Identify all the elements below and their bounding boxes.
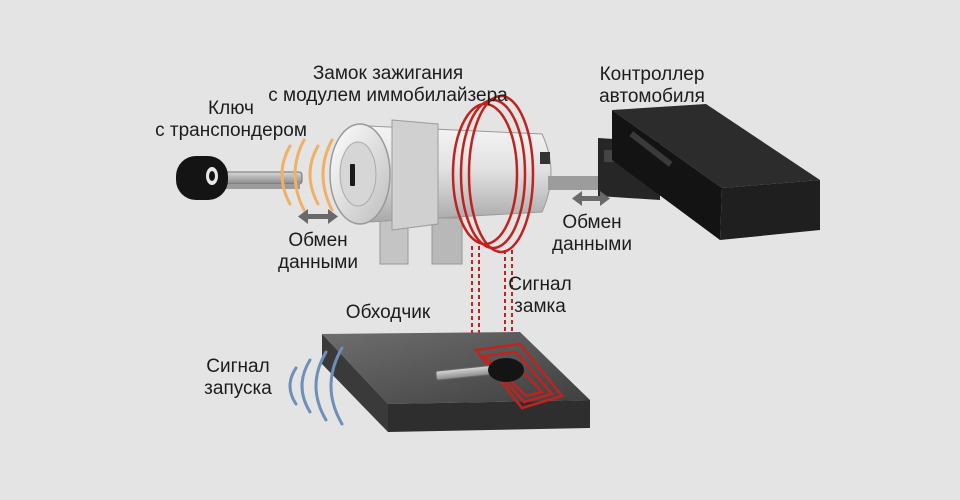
car-controller-icon	[548, 104, 820, 240]
start-signal-label-line1: Сигнал	[206, 356, 269, 377]
exchange-left-label-line2: данными	[278, 252, 358, 273]
lock-label-line1: Замок зажигания	[313, 63, 463, 84]
key-label-line2: с транспондером	[155, 120, 307, 141]
transponder-signal-waves	[280, 138, 334, 212]
start-signal-waves	[288, 346, 344, 426]
lock-signal-label-line2: замка	[514, 296, 566, 317]
controller-label-line2: автомобиля	[599, 86, 705, 107]
lock-label-line2: с модулем иммобилайзера	[268, 85, 508, 106]
start-signal-label-line2: запуска	[204, 378, 272, 399]
ignition-lock-icon	[329, 119, 552, 265]
left-exchange-arrow-icon	[298, 209, 338, 224]
right-exchange-arrow-icon	[572, 191, 610, 206]
controller-label-line1: Контроллер	[600, 64, 705, 85]
bypass-box	[322, 332, 590, 432]
exchange-right-label-line2: данными	[552, 234, 632, 255]
key-label-line1: Ключ	[208, 98, 254, 119]
bypass-label: Обходчик	[346, 302, 431, 323]
exchange-left-label-line1: Обмен	[288, 230, 347, 251]
exchange-right-label-line1: Обмен	[562, 212, 621, 233]
lock-signal-label-line1: Сигнал	[508, 274, 571, 295]
bypass-key-icon	[435, 358, 524, 382]
immobilizer-coil	[451, 94, 535, 254]
transponder-key-icon	[176, 156, 303, 200]
